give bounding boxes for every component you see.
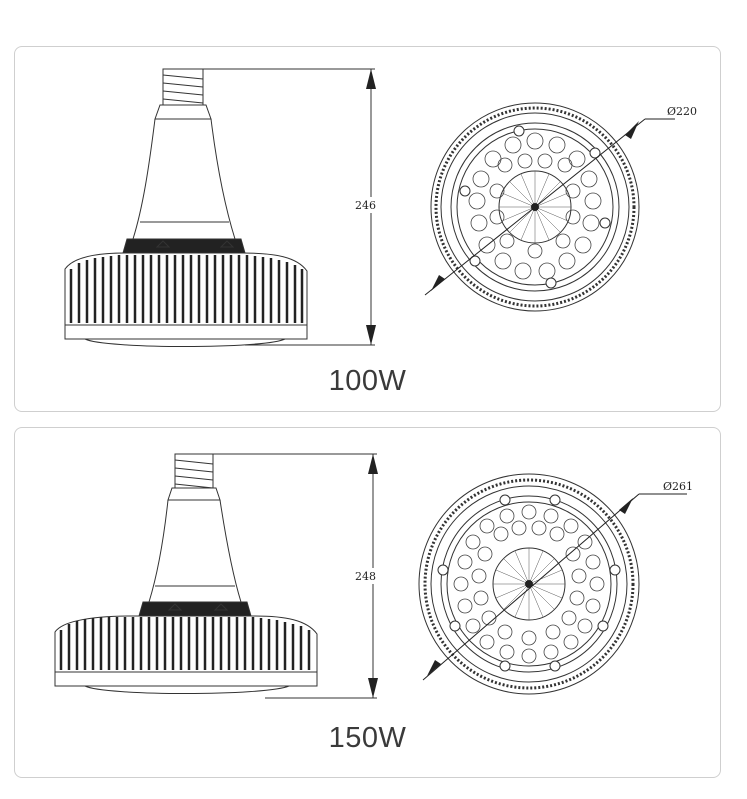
top-view-drawing: Ø220 [424,102,697,312]
height-dimension: 246 [355,199,376,212]
diameter-dimension: Ø220 [667,105,697,118]
diameter-dimension: Ø261 [663,480,693,493]
wattage-label: 100W [328,365,407,397]
height-dimension: 248 [355,570,376,583]
side-view-drawing: 246 [64,68,381,347]
product-panel-150w: 248 [14,427,721,778]
product-panel-100w: 246 [14,46,721,412]
wattage-label: 150W [328,722,407,754]
side-view-drawing: 248 [54,453,381,699]
top-view-drawing: Ø261 [418,473,693,695]
